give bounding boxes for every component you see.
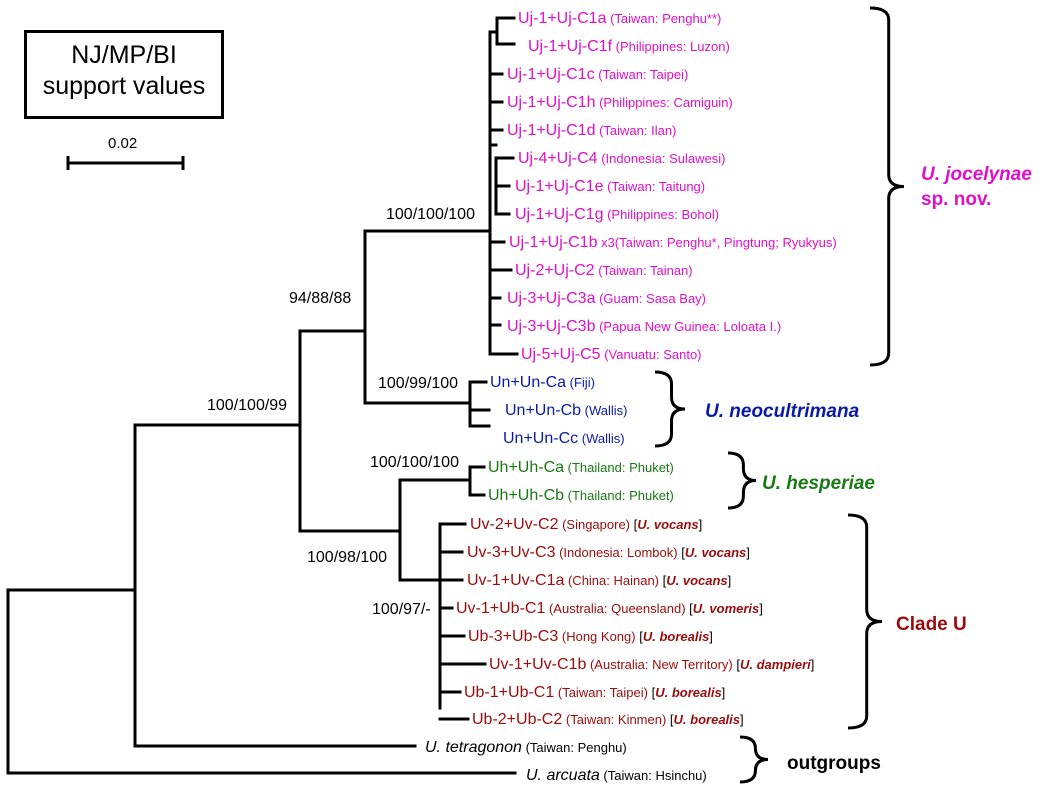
scale-bar-line [66,156,185,170]
legend-title-line1: NJ/MP/BI [71,41,177,69]
taxon-label: Uj-2+Uj-C2 (Taiwan: Tainan) [515,262,693,279]
taxon-label: Un+Un-Cc (Wallis) [503,430,625,447]
clade-braces [654,6,905,784]
taxon-label: Uj-3+Uj-C3a (Guam: Sasa Bay) [507,290,706,307]
taxon-label: Uj-4+Uj-C4 (Indonesia: Sulawesi) [518,150,725,167]
clade-label: Clade U [896,614,967,635]
support-value-label: 100/99/100 [378,375,458,392]
taxon-label: Un+Un-Cb (Wallis) [505,402,627,419]
clade-label: U. hesperiae [762,473,875,494]
support-value-label: 100/97/- [372,601,431,618]
scale-bar [66,156,185,170]
taxon-label: Un+Un-Ca (Fiji) [490,374,595,391]
taxon-label: Uj-3+Uj-C3b (Papua New Guinea: Loloata I… [507,318,781,335]
legend-box: NJ/MP/BI support values [24,30,224,119]
scale-bar-label: 0.02 [108,135,138,152]
support-values: 100/100/100 94/88/88 100/100/99 100/99/100 1… [207,206,475,618]
support-value-label: 100/100/99 [207,397,287,414]
tip-labels: Uj-1+Uj-C1a (Taiwan: Penghu**) Uj-1+Uj-C1… [425,10,837,784]
support-value-label: 100/100/100 [386,206,475,223]
taxon-label: Uj-1+Uj-C1h (Philippines: Camiguin) [507,94,733,111]
clade-brace [654,370,686,448]
taxon-label: Uj-1+Uj-C1d (Taiwan: Ilan) [507,122,676,139]
tree-branches [6,16,519,775]
taxon-label: Uv-1+Uv-C1a (China: Hainan) [U. vocans] [467,572,731,589]
taxon-label: Uv-1+Ub-C1 (Australia: Queensland) [U. v… [456,600,763,617]
taxon-label: Ub-2+Ub-C2 (Taiwan: Kinmen) [U. borealis… [472,711,744,728]
taxon-label: Uh+Uh-Cb (Thailand: Phuket) [488,487,674,504]
taxon-label: Uj-5+Uj-C5 (Vanuatu: Santo) [521,346,702,363]
support-value-label: 100/98/100 [307,549,387,566]
taxon-label: Uv-2+Uv-C2 (Singapore) [U. vocans] [470,516,702,533]
taxon-label: Ub-1+Ub-C1 (Taiwan: Taipei) [U. borealis… [464,684,725,701]
taxon-label: Uv-1+Uv-C1b (Australia: New Territory) [… [489,656,814,673]
clade-brace [727,451,757,510]
clade-brace [739,735,769,784]
support-value-label: 94/88/88 [289,290,351,307]
taxon-label: Uj-1+Uj-C1a (Taiwan: Penghu**) [518,10,721,27]
clade-label: U. neocultrimana [705,401,860,422]
clade-label: outgroups [787,753,881,774]
taxon-label: Uj-1+Uj-C1g (Philippines: Bohol) [515,206,719,223]
taxon-label: Uj-1+Uj-C1b x3(Taiwan: Penghu*, Pingtung… [509,234,837,251]
taxon-label: Ub-3+Ub-C3 (Hong Kong) [U. borealis] [468,628,713,645]
legend-title-line2: support values [42,72,206,100]
clade-brace [869,6,905,367]
taxon-label: Uh+Uh-Ca (Thailand: Phuket) [488,459,674,476]
taxon-label: Uj-1+Uj-C1f (Philippines: Luzon) [528,38,730,55]
taxon-label: U. tetragonon (Taiwan: Penghu) [425,739,627,756]
support-value-label: 100/100/100 [370,454,459,471]
taxon-label: Uv-3+Uv-C3 (Indonesia: Lombok) [U. vocan… [467,544,750,561]
taxon-label: Uj-1+Uj-C1e (Taiwan: Taitung) [515,178,705,195]
taxon-label: Uj-1+Uj-C1c (Taiwan: Taipei) [507,66,688,83]
clade-brace [847,513,883,730]
taxon-label: U. arcuata (Taiwan: Hsinchu) [526,767,707,784]
